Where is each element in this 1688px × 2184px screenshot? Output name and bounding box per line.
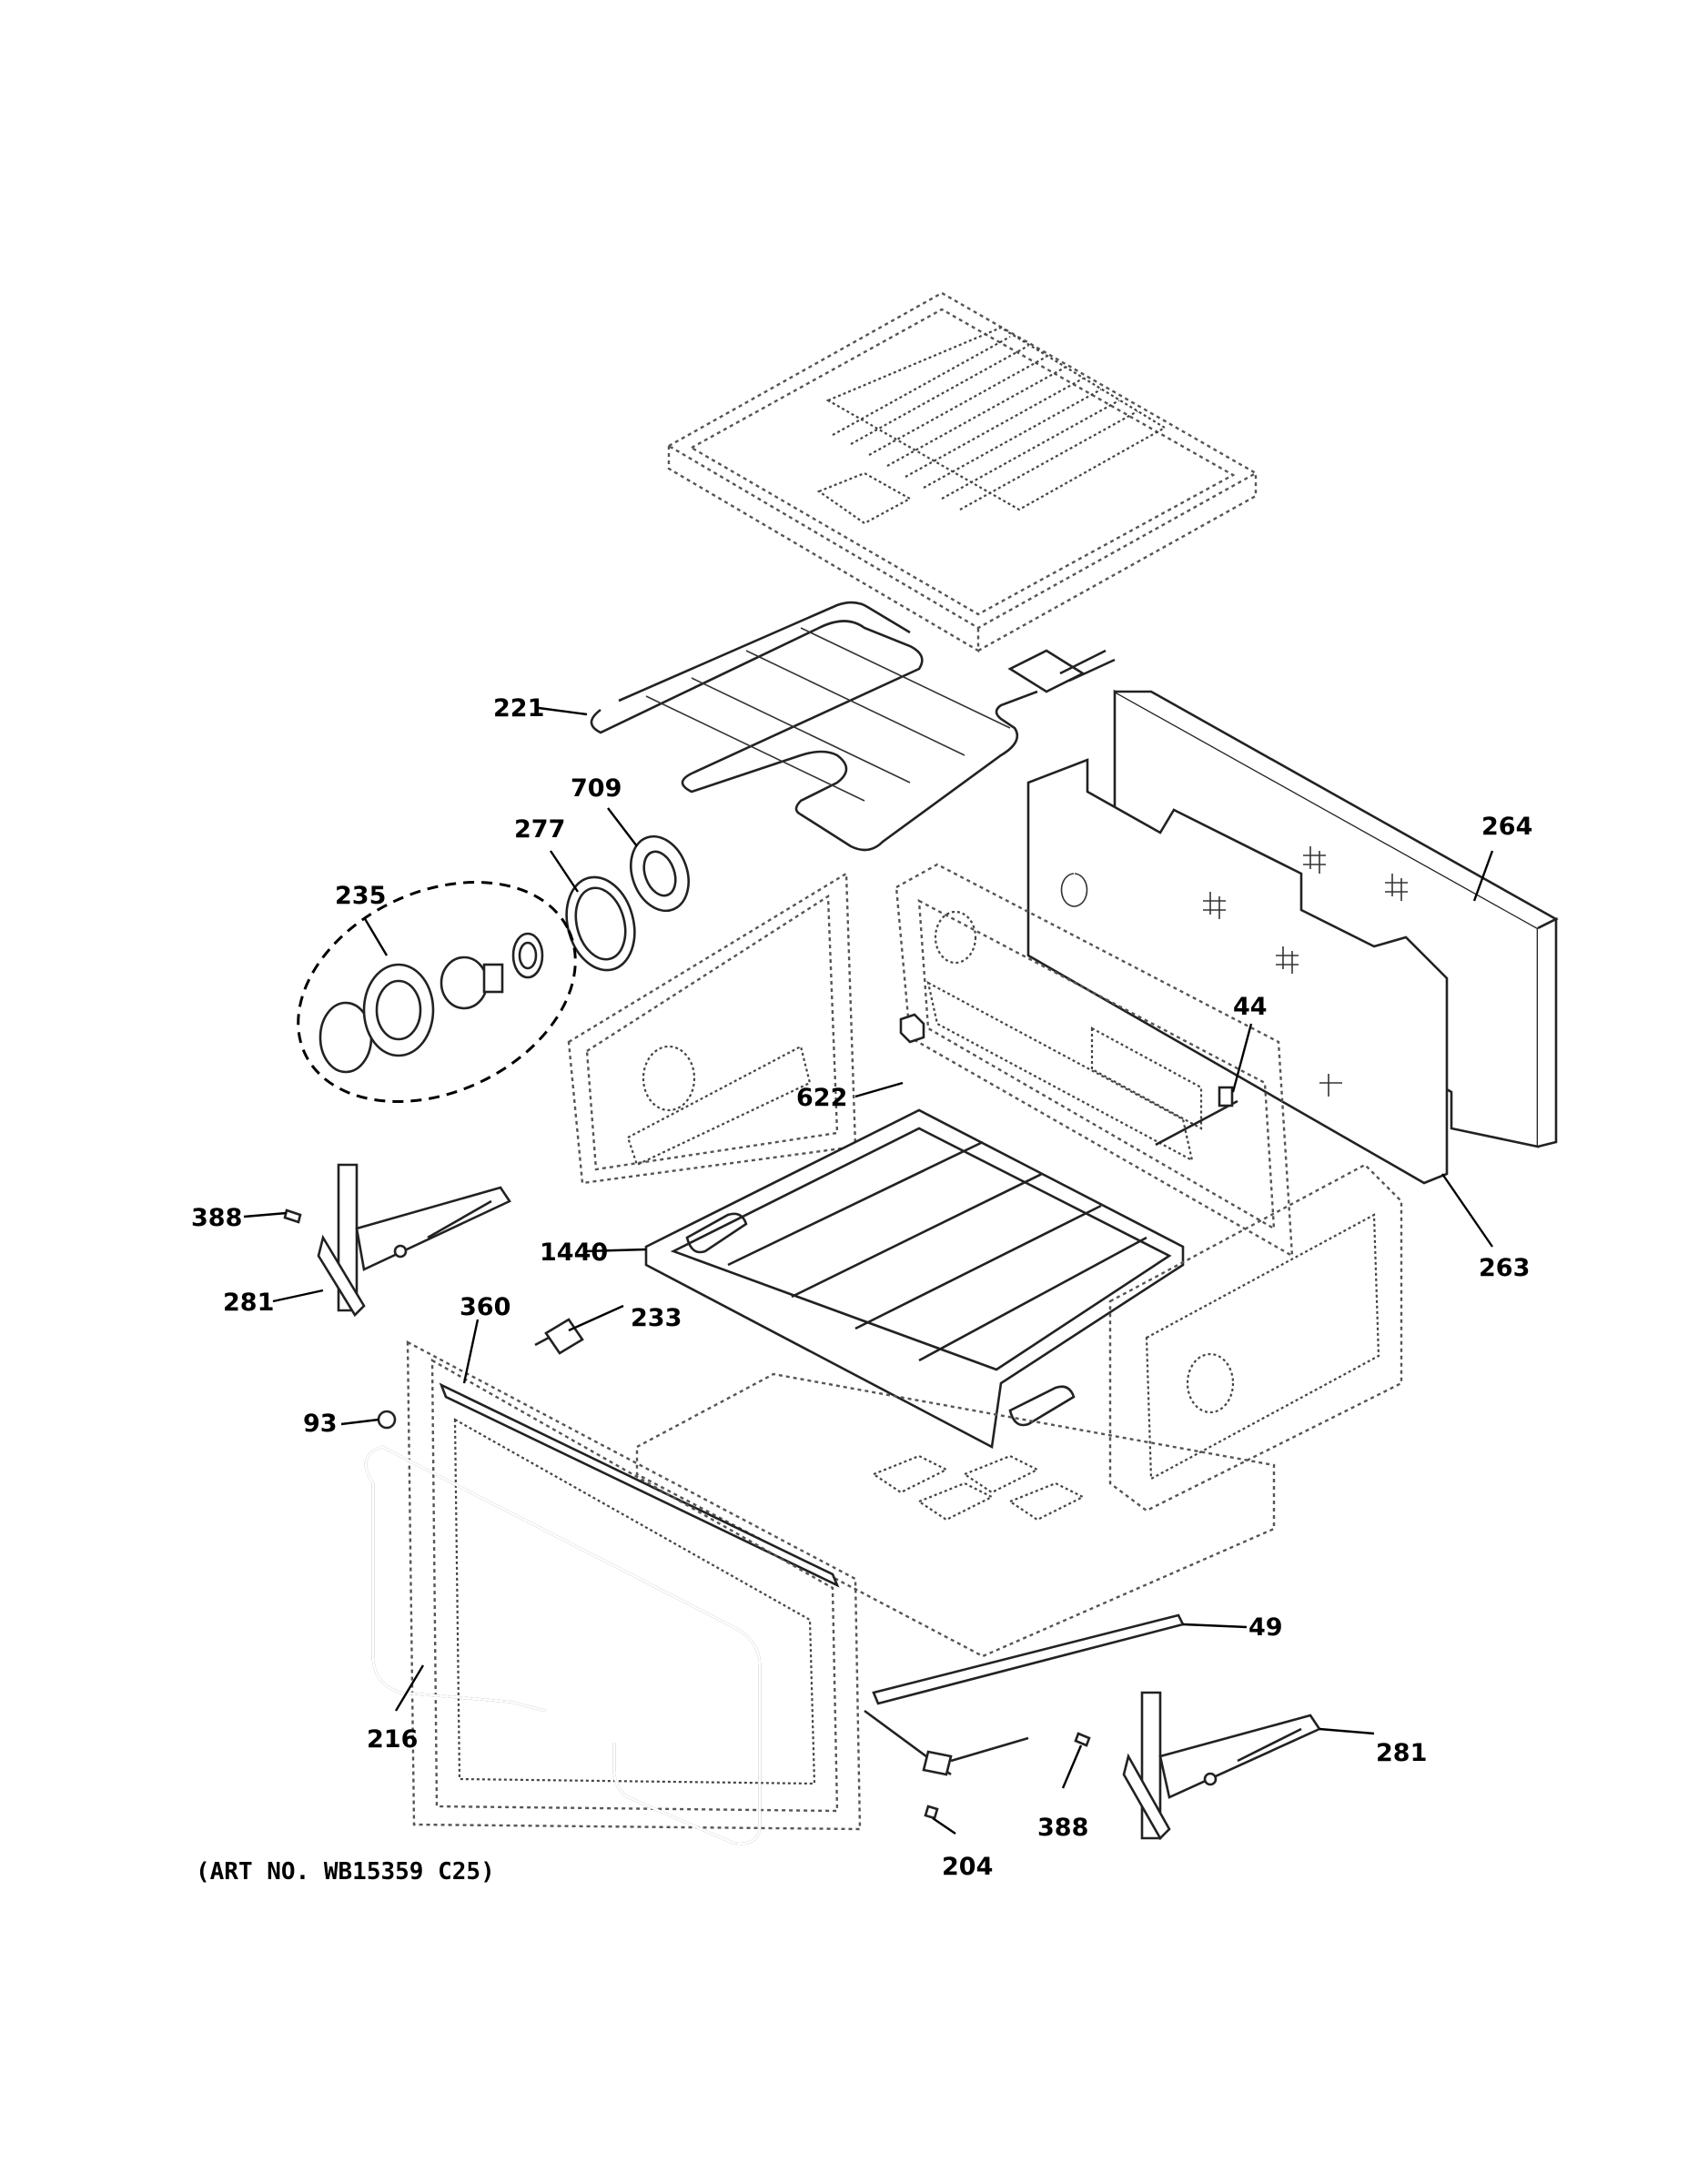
screw-204 [924,1805,939,1820]
callout-388-right: 388 [1037,1814,1088,1842]
callout-264: 264 [1481,813,1532,841]
handle-216 [364,1445,762,1845]
oven-top-panel [666,291,1258,653]
leader-lines [243,706,1494,1835]
callout-622: 622 [796,1084,847,1112]
right-side-panel [895,863,1294,1259]
gasket-709 [630,834,690,913]
callout-204: 204 [942,1853,993,1881]
callout-1440: 1440 [540,1239,608,1267]
lower-right-component [1108,1163,1403,1512]
nut-93 [377,1410,397,1430]
callout-360: 360 [460,1293,510,1321]
callout-709: 709 [571,774,622,803]
callout-221: 221 [493,694,544,723]
screw-388-right [1074,1732,1091,1747]
callout-281-right: 281 [1376,1739,1427,1767]
callout-labels: 221 709 277 235 264 44 622 388 1440 263 … [191,694,1532,1881]
hinge-left-281 [317,1163,511,1318]
callout-49: 49 [1248,1613,1283,1642]
ring-277 [565,875,636,972]
oven-cavity-floor [635,1372,1276,1658]
callout-233: 233 [631,1304,682,1332]
trim-360 [439,1382,840,1588]
callout-93: 93 [303,1410,338,1438]
front-frame [406,1340,862,1831]
bracket-622 [899,1013,925,1044]
callout-277: 277 [514,815,565,844]
insulation-263 [1026,758,1449,1185]
hinge-right-281 [1122,1691,1321,1841]
light-assembly-235 [297,881,577,1103]
oven-bottom-1440 [644,1108,1185,1450]
callout-44: 44 [1233,993,1268,1021]
art-number: (ART NO. WB15359 C25) [196,1858,495,1886]
callout-263: 263 [1479,1254,1530,1282]
screw-388-left [283,1208,302,1224]
callout-388-left: 388 [191,1204,242,1232]
callout-235: 235 [335,882,386,910]
bake-element [590,601,1116,852]
sensor-44 [1155,1086,1238,1147]
switch-233 [534,1318,584,1355]
callout-281-left: 281 [223,1289,274,1317]
callout-216: 216 [367,1725,418,1754]
